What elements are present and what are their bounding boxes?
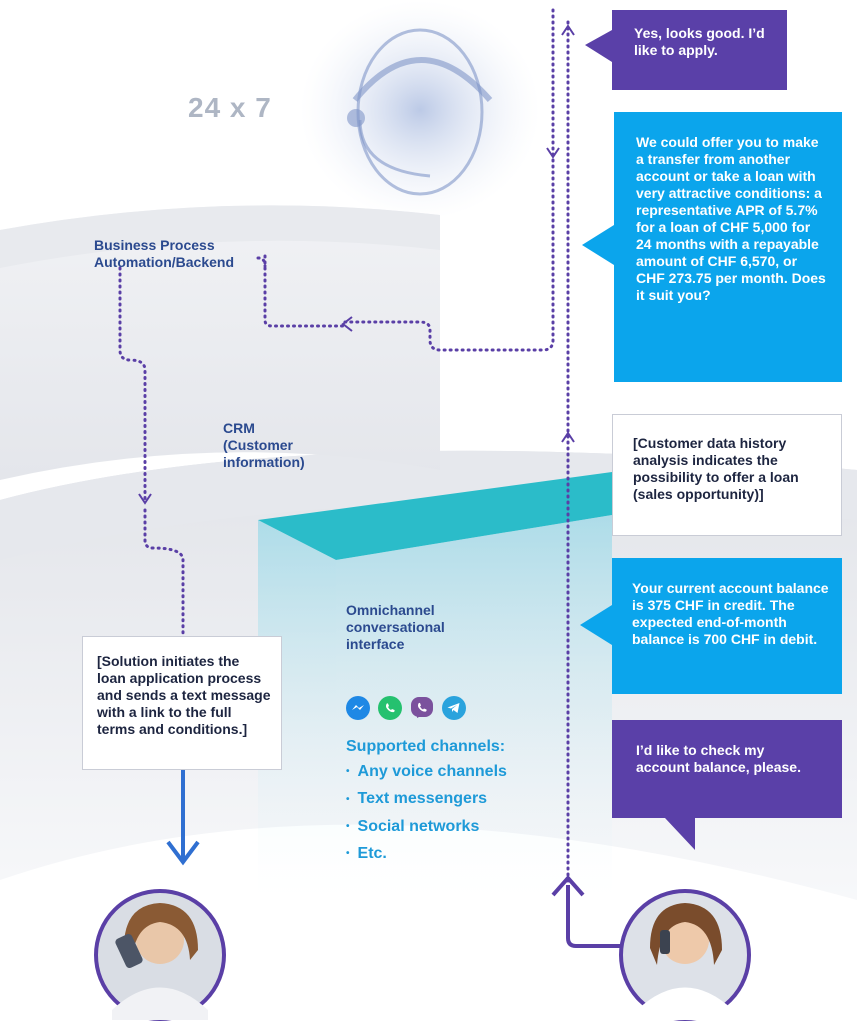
bullet-icon: • <box>346 766 350 778</box>
channel-item: • Any voice channels <box>346 758 507 785</box>
arrowhead-up-top <box>561 24 575 36</box>
channel-item-label: Social networks <box>357 817 480 835</box>
omnichannel-label-line: conversational <box>346 619 445 635</box>
channel-item-label: Text messengers <box>357 790 488 808</box>
teal-beam-left <box>258 520 336 900</box>
tail-balance <box>580 605 612 645</box>
crm-label-line: (Customer <box>223 437 294 453</box>
backend-label-line: Business Process <box>94 237 215 253</box>
bullet-icon: • <box>346 793 350 805</box>
omnichannel-label-line: Omnichannel <box>346 602 435 618</box>
platform-ring-top <box>0 205 440 268</box>
connector-to-backend <box>343 8 555 352</box>
whatsapp-icon <box>378 696 402 720</box>
channel-item-label: Etc. <box>357 844 387 862</box>
connector-backend-curl <box>256 256 267 268</box>
crm-label: CRM (Customer information) <box>223 420 305 471</box>
bullet-icon: • <box>346 848 350 860</box>
bot-offer-bubble: We could offer you to make a transfer fr… <box>614 112 842 382</box>
bot-balance-bubble: Your current account balance is 375 CHF … <box>612 558 842 694</box>
channels-list: • Any voice channels • Text messengers • So… <box>346 758 507 867</box>
omnichannel-label-line: interface <box>346 636 405 652</box>
teal-slab <box>258 472 612 560</box>
tail-offer <box>582 225 614 265</box>
platform-ring-middle <box>0 205 440 480</box>
tail-request <box>665 818 695 850</box>
solution-note-box: [Solution initiates the loan application… <box>82 636 282 770</box>
channel-item: • Etc. <box>346 840 507 867</box>
system-analysis-box: [Customer data history analysis indicate… <box>612 414 842 536</box>
backend-label: Business Process Automation/Backend <box>94 237 234 271</box>
flow-connectors <box>118 8 570 887</box>
connector-backend-to-crm <box>118 266 147 502</box>
crm-label-line: information) <box>223 454 305 470</box>
viber-icon <box>410 696 434 720</box>
availability-label: 24 x 7 <box>188 92 272 123</box>
connector-crm-to-solution <box>143 508 185 637</box>
customer-apply-bubble: Yes, looks good. I’d like to apply. <box>612 10 787 90</box>
telegram-icon <box>442 696 466 720</box>
tail-apply <box>585 30 612 62</box>
customer-request-bubble: I’d like to check my account balance, pl… <box>612 720 842 818</box>
bullet-icon: • <box>346 820 350 832</box>
arrowheads <box>138 24 575 505</box>
channel-icons <box>346 696 466 720</box>
solid-arrows <box>166 770 640 948</box>
customer-avatar-right <box>619 889 751 1021</box>
arrowhead-down <box>546 147 560 159</box>
customer-avatar-left <box>94 889 226 1021</box>
teal-beam-right <box>336 515 612 900</box>
omnichannel-label: Omnichannel conversational interface <box>346 602 445 653</box>
channels-title: Supported channels: <box>346 738 506 755</box>
messenger-icon <box>346 696 370 720</box>
channel-item: • Social networks <box>346 813 507 840</box>
channel-item-label: Any voice channels <box>357 763 507 780</box>
crm-label-line: CRM <box>223 420 255 436</box>
agent-illustration <box>300 0 540 220</box>
arrowhead-left <box>341 316 353 332</box>
arrowhead-up-mid <box>561 431 575 443</box>
arrowhead-down-crm <box>138 493 152 505</box>
channel-item: • Text messengers <box>346 785 507 812</box>
backend-label-line: Automation/Backend <box>94 254 235 270</box>
